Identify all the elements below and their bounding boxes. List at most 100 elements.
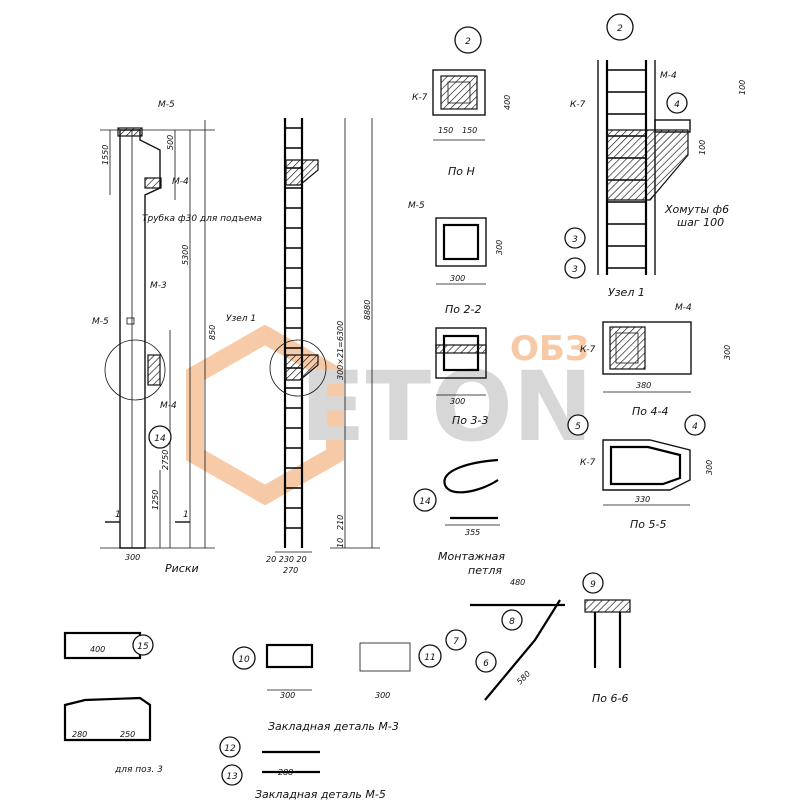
label-m4-top: М-4 [172,177,189,187]
position-bubble [219,736,241,758]
part-4-note: для поз. 3 [114,765,163,775]
node-console-hatch [606,129,689,201]
section-22: М-5 300 300 По 2-2 [408,201,504,316]
node-title: Узел 1 [608,286,645,299]
cage-stirrups [285,127,302,529]
position-bubble-label: 13 [226,772,238,782]
position-bubble [666,92,688,114]
position-bubble [564,257,586,279]
m5-title: Закладная деталь М-5 [255,788,386,800]
m3-d300: 300 [280,691,295,700]
cage-console-top [285,159,319,186]
position-bubble [418,644,442,668]
node-m4: М-4 [660,71,677,81]
position-bubble [413,488,437,512]
detail-circle-cage [269,339,327,397]
section-pon-d150b: 150 [462,126,477,135]
section-55: К-7 330 300 По 5-5 [580,439,714,531]
section-22-d300: 300 [450,274,465,283]
position-bubble-label: 11 [424,653,435,663]
position-bubble [606,13,634,41]
section-pon-d150a: 150 [438,126,453,135]
loop-title: Монтажная [438,550,505,563]
section-55-d330: 330 [635,495,650,504]
cage-bottom-dims: 20 230 20 [266,555,307,564]
position-bubble-label: 2 [617,24,623,34]
parts-3-4: 400 280 250 для поз. 3 [63,631,163,775]
position-bubble [564,227,586,249]
cage-total: 8880 [363,300,372,320]
node-d100: 100 [738,80,747,95]
label-risk: Риски [165,562,199,575]
part-15-arm [484,599,561,701]
section-44-k7: К-7 [580,345,596,355]
column-top-plate [117,127,143,137]
section-22-cage [442,223,480,261]
position-bubble [567,414,589,436]
section-22-m5: М-5 [408,201,425,211]
mounting-loop: 355 Монтажная петля [438,458,505,577]
node-d120: 100 [698,140,707,155]
m5-d288: 288 [278,768,293,777]
column-elevation: М-5 М-4 Трубка ф30 для подъема М-3 М-5 М… [92,100,262,575]
part-15-d480: 480 [510,578,525,587]
embedded-part-m3-mark [126,317,135,325]
section-33: 300 По 3-3 [435,327,488,427]
detail-circle-left [104,339,166,401]
section-pon-core [447,81,471,104]
label-m5: М-5 [158,100,175,110]
cage-node-label: Узел 1 [226,314,256,324]
embedded-part-m5: 288 Закладная деталь М-5 [255,750,386,800]
section-44: К-7 М-4 380 300 По 4-4 [580,303,732,418]
loop-d355: 355 [465,528,480,537]
position-bubble [445,629,467,651]
position-bubble [232,646,256,670]
dim-top: 1550 [101,145,110,165]
cage-bottom-total: 270 [283,566,298,575]
note-pipe: Трубка ф30 для подъема [142,214,262,224]
cage-console-mid [285,354,319,381]
reinforcement-cage: 300×21=6300 8880 Узел 1 20 230 20 270 10… [226,118,380,575]
position-bubble [684,414,706,436]
position-bubble-label: 7 [453,637,459,647]
position-bubble-label: 9 [590,580,596,590]
console-hatch-left [147,354,161,386]
position-bubble [582,572,604,594]
part-4-d280: 280 [72,730,87,739]
position-bubble [221,764,243,786]
m3-plan-d300: 300 [375,691,390,700]
cage-pitch: 300×21=6300 [336,321,345,380]
section-66-plate [584,599,631,613]
section-pon-d400: 400 [503,95,512,110]
node-1-detail: М-4 К-7 Хомуты ф6 шаг 100 Узел 1 100 100 [570,60,747,299]
node-step: шаг 100 [677,216,724,229]
section-44-title: По 4-4 [632,405,668,418]
position-bubble-label: 15 [137,642,149,652]
part-4-d250: 250 [120,730,135,739]
position-bubble-label: 2 [465,37,471,47]
part-3-d400: 400 [90,645,105,654]
watermark: ETON ОБЗ [186,324,593,506]
section-33-d300: 300 [450,397,465,406]
section-44-m4: М-4 [675,303,692,313]
dim-console2: 850 [208,325,217,340]
embedded-part-m3: 300 300 Закладная деталь М-3 [265,642,411,733]
position-bubble [454,26,482,54]
section-pon-outline [432,69,486,116]
position-bubble-label: 4 [692,422,698,432]
position-bubble [132,634,154,656]
dim-height: 5300 [181,245,190,265]
watermark-small-text: ОБЗ [510,329,589,369]
section-33-title: По 3-3 [452,414,488,427]
position-bubble-label: 10 [238,655,250,665]
position-bubble-label: 14 [154,434,166,444]
section-55-cage [609,445,682,486]
section-66: 480 580 По 6-6 [470,578,631,705]
section-pon-k7: К-7 [412,93,428,103]
node-clamps: Хомуты ф6 [664,203,729,216]
section-55-outline [602,439,691,491]
position-bubble-label: 12 [224,744,236,754]
position-bubble [148,425,172,449]
m3-title: Закладная деталь М-3 [268,720,399,733]
